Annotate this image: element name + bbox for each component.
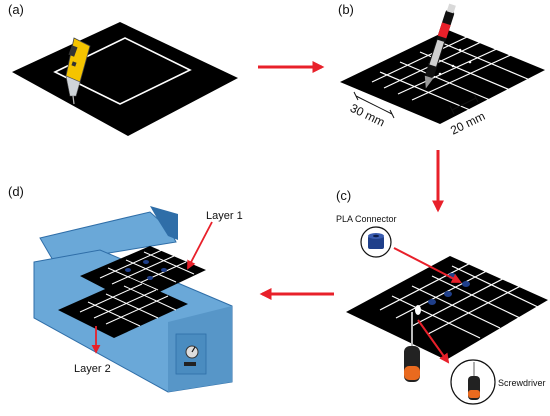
grid-b bbox=[371, 27, 531, 111]
layer-1-connectors bbox=[125, 260, 167, 280]
layer-1-callout-arrow bbox=[187, 221, 213, 270]
panel-c: (c) PLA Connector bbox=[336, 188, 548, 405]
panel-b: (b) bbox=[338, 2, 545, 138]
dimension-height bbox=[449, 93, 479, 115]
connector-callout-arrow bbox=[393, 247, 462, 283]
dimension-width-label: 30 mm bbox=[348, 101, 387, 130]
screwdriver-zoom bbox=[450, 359, 496, 405]
screwdriver-label: Screwdriver bbox=[498, 378, 546, 388]
utility-knife-icon bbox=[65, 37, 91, 105]
screwdriver-callout-arrow bbox=[417, 319, 450, 364]
screwdriver-icon bbox=[404, 312, 420, 382]
layer-1-label: Layer 1 bbox=[206, 210, 243, 222]
panel-d: (d) bbox=[8, 184, 243, 393]
panel-b-label: (b) bbox=[338, 2, 354, 17]
panel-c-label: (c) bbox=[336, 188, 351, 203]
grid-c bbox=[379, 253, 541, 339]
cut-outline bbox=[53, 37, 192, 105]
sheet-b bbox=[340, 30, 545, 124]
panel-a: (a) bbox=[8, 2, 238, 136]
grid-layer-2 bbox=[79, 283, 177, 327]
placed-connectors bbox=[415, 273, 470, 315]
layer-2-sheet bbox=[58, 278, 188, 338]
dimension-width bbox=[353, 91, 395, 119]
sheet-a bbox=[12, 22, 238, 136]
pla-connector-icon bbox=[360, 226, 392, 258]
panel-a-label: (a) bbox=[8, 2, 24, 17]
marker-pen-icon bbox=[424, 3, 456, 89]
connector-label: PLA Connector bbox=[336, 214, 397, 224]
layer-2-label: Layer 2 bbox=[74, 363, 111, 375]
panel-d-label: (d) bbox=[8, 184, 24, 199]
